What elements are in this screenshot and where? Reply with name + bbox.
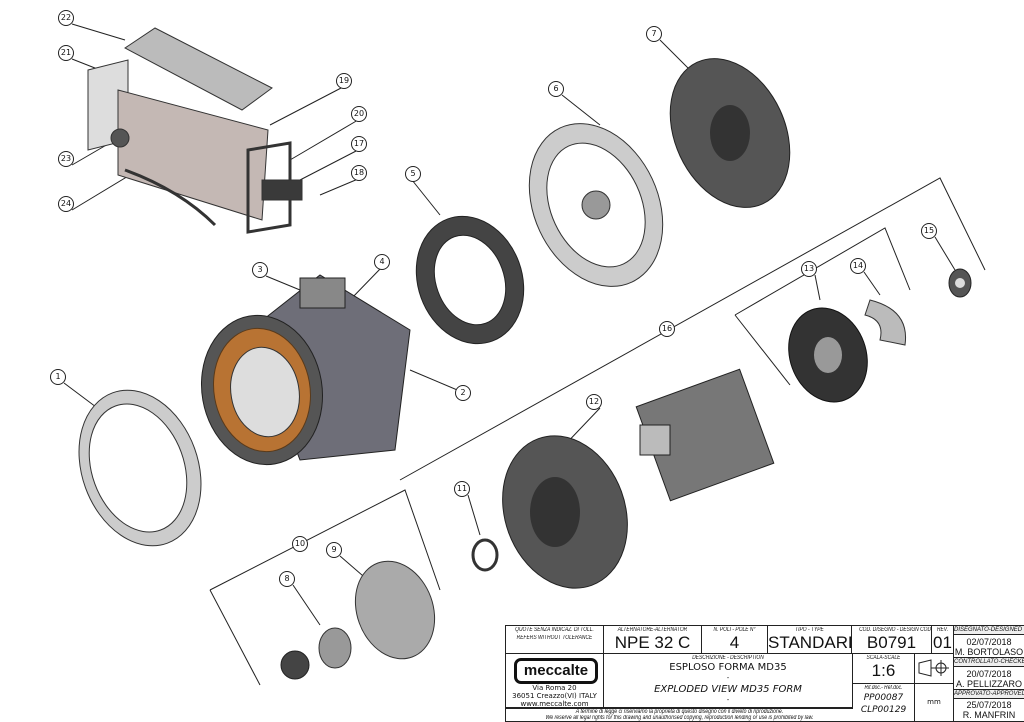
rotor <box>635 368 775 502</box>
scale-value: 1:6 <box>871 661 896 680</box>
rev-value: 01 <box>933 633 952 652</box>
callout-4: 4 <box>374 254 390 270</box>
website: www.meccalte.com <box>520 700 589 708</box>
meccalte-logo: meccalte <box>514 658 598 684</box>
legal-notice: A termine di legge ci riserviamo la prop… <box>506 708 853 722</box>
approved-label: APPROVATO-APPROVED BY <box>954 690 1024 699</box>
designed-date: 02/07/2018 <box>966 637 1012 647</box>
exciter-rotor-13 <box>788 307 868 403</box>
first-angle-projection-icon <box>918 659 949 677</box>
units-cell: mm <box>915 684 954 721</box>
checked-date: 20/07/2018 <box>966 669 1012 679</box>
grille-7 <box>669 58 791 208</box>
callout-6: 6 <box>548 81 564 97</box>
projection-symbol <box>915 654 954 684</box>
bracket-6 <box>528 123 664 287</box>
alternator-cell: ALTERNATORE-ALTERNATOR NPE 32 C <box>604 626 702 654</box>
callout-12: 12 <box>586 394 602 410</box>
designed-name: M. BORTOLASO <box>954 647 1024 657</box>
bearing-15 <box>948 268 972 298</box>
callout-16: 16 <box>659 321 675 337</box>
description-en: EXPLODED VIEW MD35 FORM <box>654 684 802 695</box>
description-dash-1: - <box>726 674 730 682</box>
address-2: 36051 Creazzo(VI) ITALY <box>512 692 597 700</box>
clamp-11 <box>471 538 499 572</box>
poles-value: 4 <box>729 633 740 652</box>
approved-cell: APPROVATO-APPROVED BY 25/07/2018 R. MANF… <box>954 690 1024 721</box>
ref-1: PP00087 <box>863 693 904 703</box>
units: mm <box>927 698 941 706</box>
callout-15: 15 <box>921 223 937 239</box>
ref-2: CLP00129 <box>860 705 907 715</box>
scale-label: SCALA-SCALE <box>866 655 901 661</box>
scale-cell: SCALA-SCALE 1:6 <box>853 654 915 684</box>
rev-label: REV. <box>936 627 949 633</box>
poles-label: N. POLI - POLE N° <box>713 627 756 633</box>
callout-24: 24 <box>58 196 74 212</box>
description-dash-2: - <box>726 696 730 704</box>
approved-date: 25/07/2018 <box>966 700 1012 710</box>
ref-cell: Rif.doc.- Ref.doc. PP00087 CLP00129 <box>853 684 915 721</box>
company-cell: meccalte Via Roma 20 36051 Creazzo(VI) I… <box>506 654 604 708</box>
type-label: TIPO - TYPE <box>795 627 824 633</box>
alternator-label: ALTERNATORE-ALTERNATOR <box>617 627 688 633</box>
callout-5: 5 <box>405 166 421 182</box>
disc-8 <box>318 627 352 669</box>
callout-3: 3 <box>252 262 268 278</box>
approved-name: R. MANFRIN <box>962 710 1016 720</box>
tolerance-en: REFERS WITHOUT TOLERANCE <box>516 635 593 641</box>
fan-12 <box>502 435 628 589</box>
ref-label: Rif.doc.- Ref.doc. <box>864 685 903 691</box>
design-code-label: COD. DISEGNO - DESIGN COD. <box>859 627 932 633</box>
callout-10: 10 <box>292 536 308 552</box>
description-label: DESCRIZIONE - DESCRIPTION <box>692 655 764 661</box>
legal-en: We reserve all legal rights for this dra… <box>545 715 814 721</box>
callout-17: 17 <box>351 136 367 152</box>
callout-7: 7 <box>646 26 662 42</box>
terminal-box-parts <box>87 27 303 234</box>
checked-label: CONTROLLATO-CHECKED BY <box>954 658 1024 667</box>
callout-19: 19 <box>336 73 352 89</box>
callout-1: 1 <box>50 369 66 385</box>
callout-22: 22 <box>58 10 74 26</box>
callout-13: 13 <box>801 261 817 277</box>
disc-9 <box>354 560 436 660</box>
designed-cell: DISEGNATO-DESIGNED BY 02/07/2018 M. BORT… <box>954 626 1024 658</box>
callout-9: 9 <box>326 542 342 558</box>
stator-2 <box>200 274 411 466</box>
checked-cell: CONTROLLATO-CHECKED BY 20/07/2018 A. PEL… <box>954 658 1024 690</box>
tolerance-it: QUOTE SENZA INDICAZ. DI TOLL. <box>515 627 594 633</box>
callout-18: 18 <box>351 165 367 181</box>
flange-1 <box>78 389 202 547</box>
callout-2: 2 <box>455 385 471 401</box>
callout-21: 21 <box>58 45 74 61</box>
hub-8 <box>280 650 310 680</box>
exciter-stator-5 <box>415 215 525 345</box>
designed-label: DISEGNATO-DESIGNED BY <box>954 626 1024 635</box>
description-it: ESPLOSO FORMA MD35 <box>669 662 787 673</box>
design-code-value: B0791 <box>866 633 917 652</box>
type-value: STANDARD <box>768 633 852 652</box>
callout-8: 8 <box>279 571 295 587</box>
description-cell: DESCRIZIONE - DESCRIPTION ESPLOSO FORMA … <box>604 654 853 708</box>
callout-23: 23 <box>58 151 74 167</box>
checked-name: A. PELLIZZARO <box>955 679 1023 689</box>
address-1: Via Roma 20 <box>532 684 577 692</box>
leader-lines <box>63 23 986 686</box>
legal-it: A termine di legge ci riserviamo la prop… <box>575 709 784 715</box>
tolerance-cell: QUOTE SENZA INDICAZ. DI TOLL. REFERS WIT… <box>506 626 604 654</box>
callout-14: 14 <box>850 258 866 274</box>
title-block: QUOTE SENZA INDICAZ. DI TOLL. REFERS WIT… <box>505 625 1024 722</box>
callout-11: 11 <box>454 481 470 497</box>
rev-cell: REV. 01 <box>932 626 954 654</box>
alternator-value: NPE 32 C <box>614 633 691 652</box>
diode-bridge-14 <box>864 299 907 346</box>
type-cell: TIPO - TYPE STANDARD <box>768 626 852 654</box>
callout-20: 20 <box>351 106 367 122</box>
design-code-cell: COD. DISEGNO - DESIGN COD. B0791 <box>852 626 932 654</box>
poles-cell: N. POLI - POLE N° 4 <box>702 626 768 654</box>
